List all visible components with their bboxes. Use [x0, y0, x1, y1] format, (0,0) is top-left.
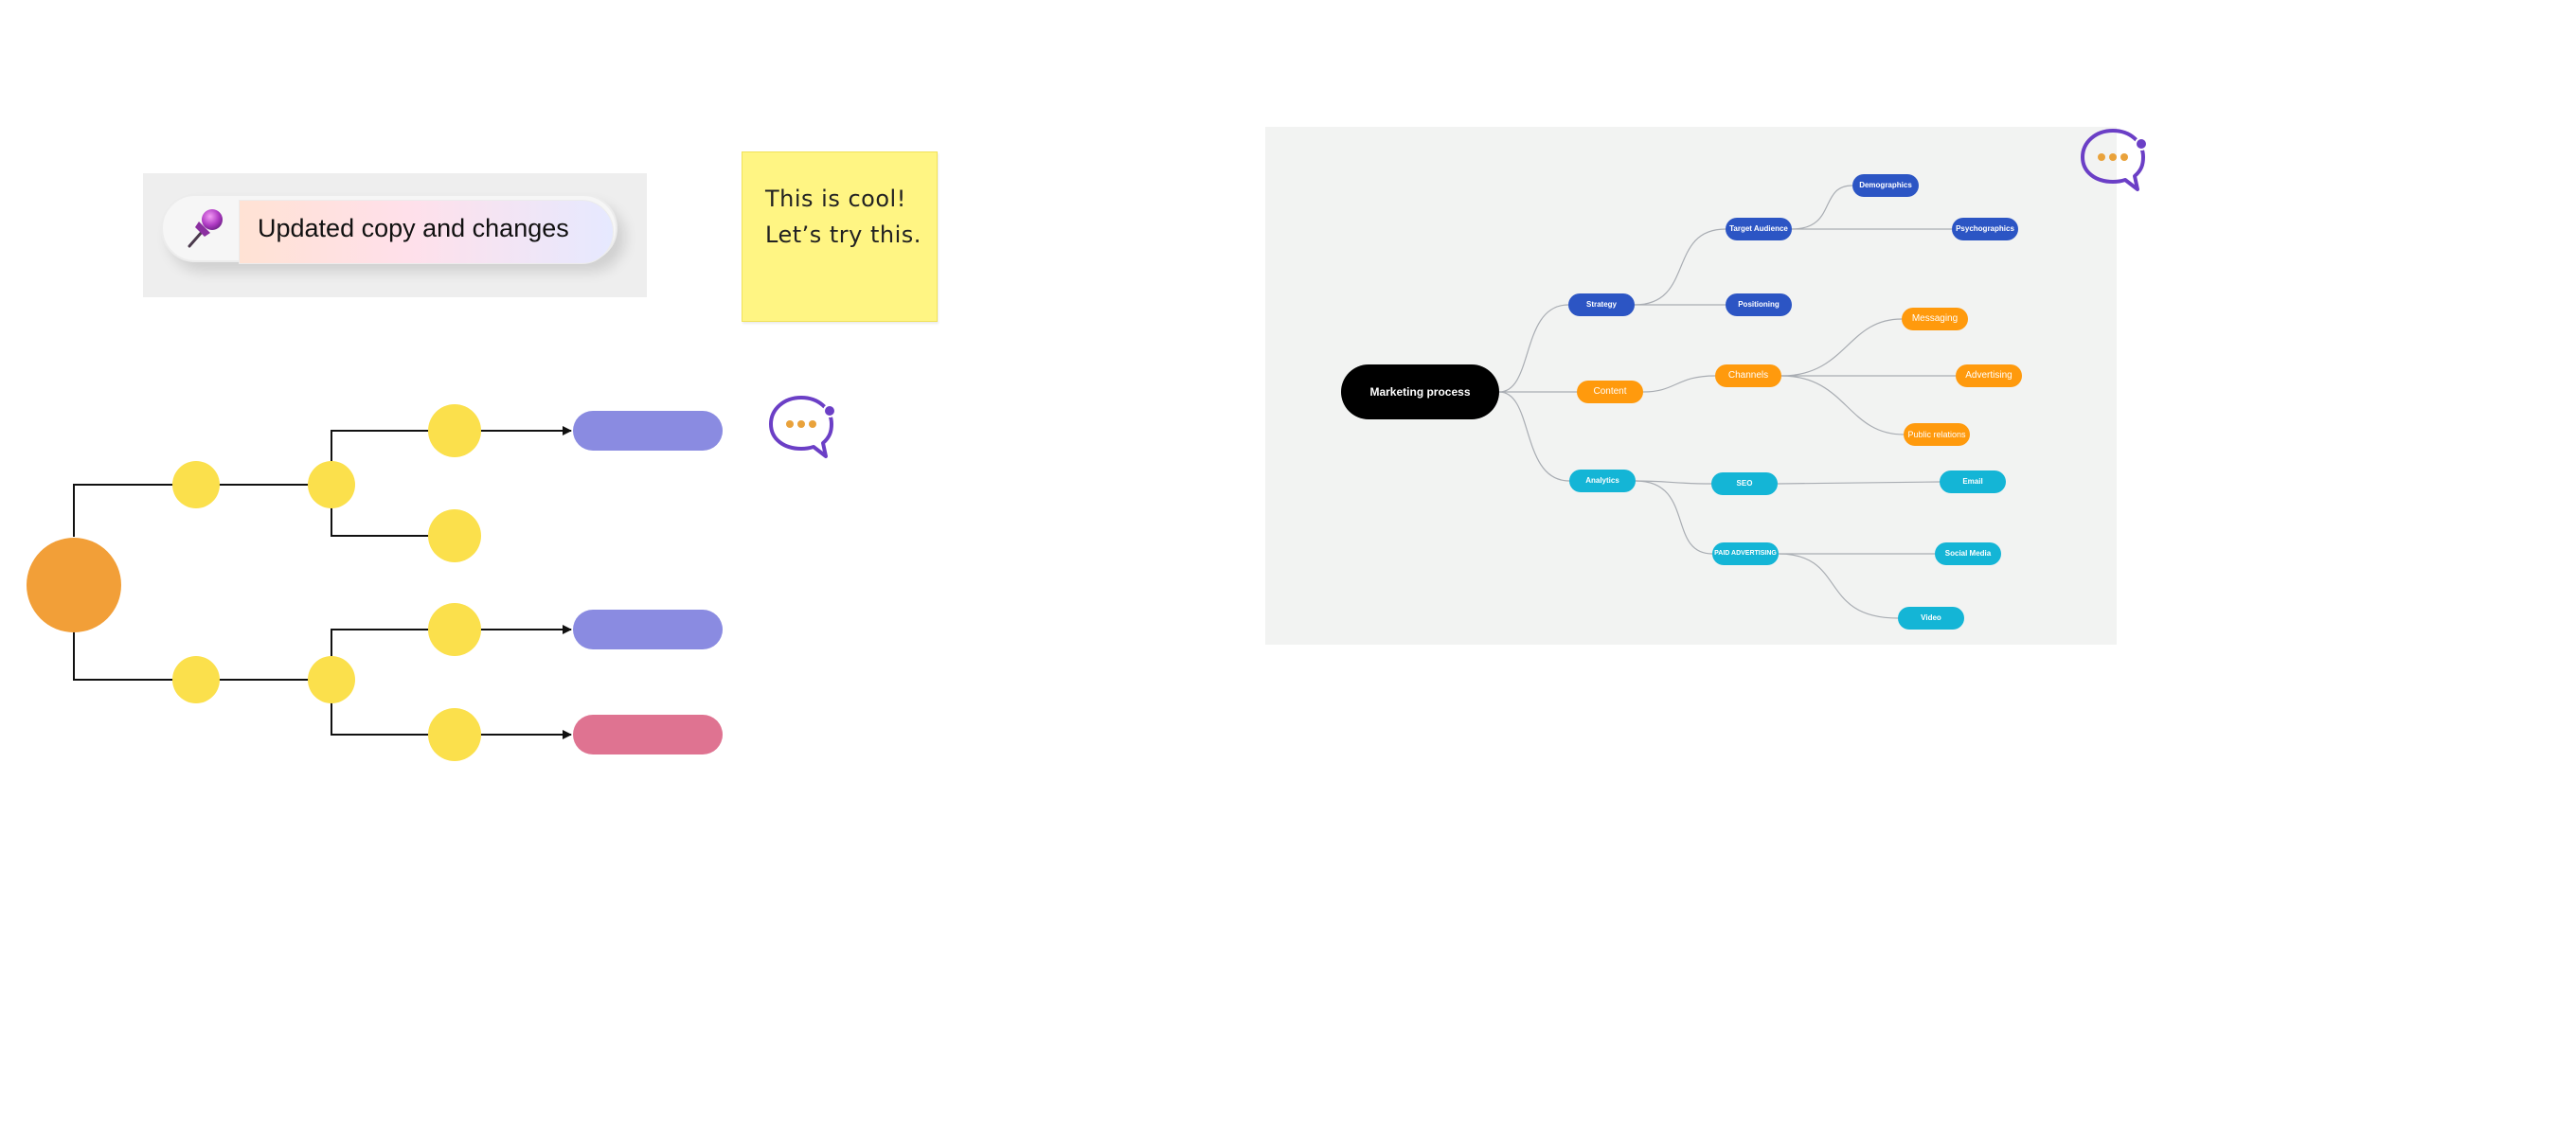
purple-pill-node[interactable] [573, 411, 723, 451]
mindmap-node-demographics[interactable]: Demographics [1852, 174, 1919, 197]
mindmap-node-content[interactable]: Content [1577, 381, 1643, 403]
chat-bubble-icon[interactable] [763, 390, 839, 466]
mindmap-node-social-media[interactable]: Social Media [1935, 542, 2001, 565]
pinned-card-text-box [239, 200, 614, 264]
mindmap-node-messaging[interactable]: Messaging [1902, 308, 1968, 330]
yellow-circle-node[interactable] [172, 461, 220, 508]
yellow-circle-node[interactable] [308, 656, 355, 703]
purple-pill-node[interactable] [573, 610, 723, 649]
yellow-circle-node[interactable] [428, 404, 481, 457]
sticky-note[interactable] [742, 151, 938, 322]
chat-bubble-icon[interactable] [2075, 123, 2151, 199]
yellow-circle-node[interactable] [172, 656, 220, 703]
mindmap-node-public-relations[interactable]: Public relations [1904, 423, 1970, 446]
mindmap-node-seo[interactable]: SEO [1711, 472, 1778, 495]
pinned-card-text: Updated copy and changes [258, 214, 569, 242]
mindmap-node-paid-advertising[interactable]: PAID ADVERTISING [1712, 542, 1779, 565]
mindmap-node-video[interactable]: Video [1898, 607, 1964, 630]
yellow-circle-node[interactable] [428, 603, 481, 656]
mindmap-node-channels[interactable]: Channels [1715, 364, 1781, 387]
sticky-note-line-2: Let’s try this. [765, 222, 921, 248]
flow-tree-diagram[interactable] [0, 0, 758, 776]
yellow-circle-node[interactable] [428, 708, 481, 761]
pink-pill-node[interactable] [573, 715, 723, 754]
yellow-circle-node[interactable] [308, 461, 355, 508]
mindmap-node-positioning[interactable]: Positioning [1726, 293, 1792, 316]
yellow-circle-node[interactable] [428, 509, 481, 562]
mindmap-root-node[interactable]: Marketing process [1341, 364, 1499, 419]
mindmap-node-analytics[interactable]: Analytics [1569, 470, 1636, 492]
mindmap-node-target-audience[interactable]: Target Audience [1726, 218, 1792, 240]
sticky-note-line-1: This is cool! [765, 186, 906, 212]
mindmap-node-strategy[interactable]: Strategy [1568, 293, 1635, 316]
root-circle-node[interactable] [27, 538, 121, 632]
connector [73, 484, 196, 537]
mindmap-node-psychographics[interactable]: Psychographics [1952, 218, 2018, 240]
mindmap-node-advertising[interactable]: Advertising [1956, 364, 2022, 387]
mindmap-node-email[interactable]: Email [1940, 470, 2006, 493]
pushpin-icon [188, 209, 223, 248]
connector [73, 631, 196, 681]
mindmap-connectors [1498, 185, 1956, 619]
